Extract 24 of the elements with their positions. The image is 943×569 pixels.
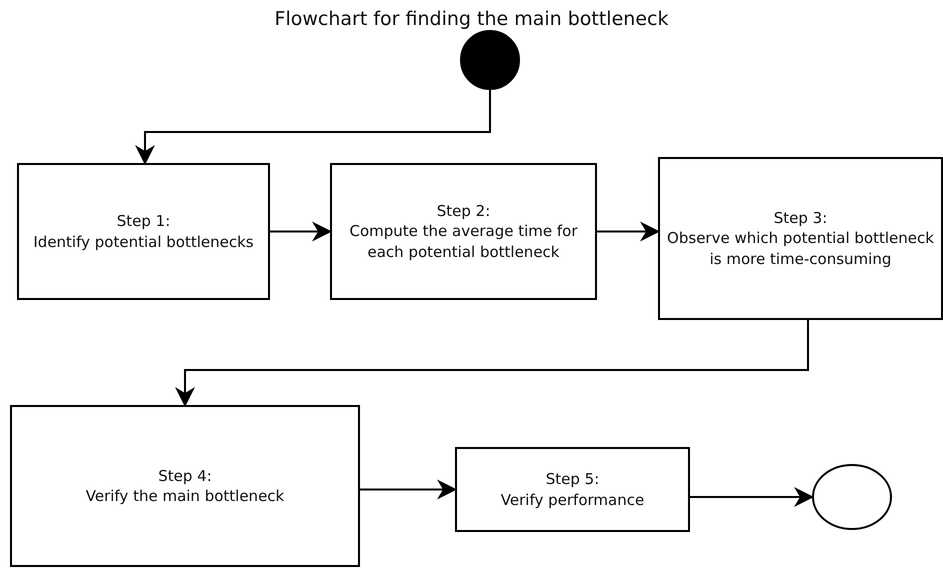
step-heading: Step 1: — [116, 211, 170, 232]
process-box — [455, 447, 690, 532]
end-node — [812, 464, 892, 530]
arrow — [360, 480, 457, 500]
step-text: Verify the main bottleneck — [86, 486, 284, 506]
step-text: Compute the average time for each potential bottleneck — [348, 221, 578, 262]
arrow — [270, 222, 332, 242]
step-heading: Step 4: — [158, 466, 212, 486]
arrow — [175, 320, 809, 407]
step-text: Verify performance — [500, 490, 644, 510]
process-box — [17, 163, 270, 300]
start-node — [460, 30, 520, 90]
arrow — [690, 487, 814, 507]
step-heading: Step 3: — [774, 208, 828, 228]
step-heading: Step 5: — [546, 469, 600, 490]
arrow — [135, 90, 491, 165]
step-text: Identify potential bottlenecks — [33, 232, 254, 252]
process-box — [658, 157, 943, 320]
arrow — [597, 222, 660, 242]
step-text: Observe which potential bottleneck is more time-consuming — [666, 228, 935, 269]
step-heading: Step 2: — [436, 201, 490, 222]
flowchart-title: Flowchart for finding the main bottleneck — [274, 8, 670, 30]
process-box — [330, 163, 597, 300]
process-box — [10, 405, 360, 567]
